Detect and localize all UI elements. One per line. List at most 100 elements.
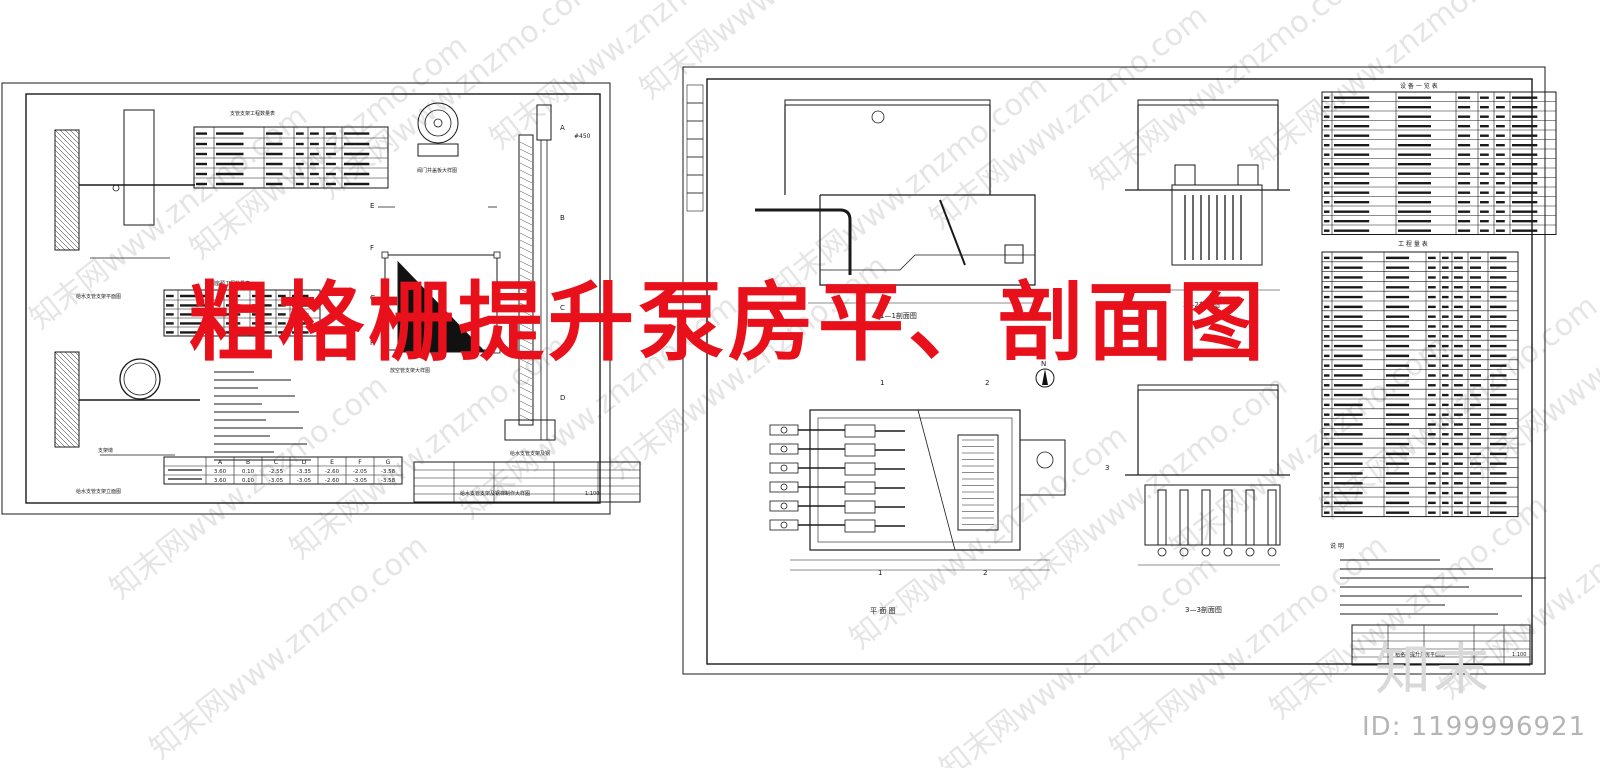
anchor-point [381,296,389,304]
ladder-hatch [519,365,533,373]
watermark-text: 知末网www.znzmo.com [183,28,474,266]
section1-roof [784,99,991,106]
ladder-hatch [519,239,533,247]
elevation-row1-value: -2.55 [269,469,284,475]
ladder-hatch [519,330,533,338]
plan-cut-mark-1: 1 [880,379,884,387]
section3-pump-column [1245,489,1255,546]
ladder-hatch [519,148,533,156]
right-titleblock-scale: 1:100 [1512,652,1526,658]
anchor-point [381,346,389,354]
plan-pump-unit [844,519,876,533]
hatch-line [69,351,80,362]
elevation-table-frame [163,456,403,485]
ladder-letter-D: D [560,394,565,402]
elevation-header-G: G [386,459,391,466]
plan-cut-mark-2b: 2 [983,569,987,577]
plan-pump-unit [844,443,876,457]
anchor-point [493,251,501,259]
ladder-hatch [519,218,533,226]
ladder-hatch [519,232,533,240]
hatch-line [54,386,80,412]
vertical-pipe [123,109,155,226]
table2-title: 阀座预工程数量表 [210,280,250,287]
hatch-line [54,366,80,392]
elevation-header-D: D [302,459,307,466]
manhole-detail-label: 阀门井盖板大样图 [417,167,457,174]
ladder-hatch [519,358,533,366]
section3-roof [1137,384,1279,391]
section3-pump-inlet [1223,547,1233,557]
support-pier-label: 支架墩 [98,447,113,454]
elevation-header-E: E [330,459,334,466]
section3-pump-inlet [1201,547,1211,557]
equipment-table [1321,91,1557,235]
plan-valve [780,464,788,472]
ladder-column [518,134,534,426]
ladder-hatch [519,155,533,163]
margin-box [686,84,704,104]
plan-valve [780,502,788,510]
elevation-row2-value: -3.58 [381,478,396,484]
ladder-hatch [519,295,533,303]
hatch-line [54,139,80,165]
ladder-hatch [519,379,533,387]
hatch-line [59,129,80,150]
right-title-block-frame [1351,624,1531,666]
ladder-hatch [519,302,533,310]
plan-inlet-pipe [769,500,799,512]
plan-inlet-pipe [769,443,799,455]
hatch-line [74,351,80,357]
hatch-line [54,244,61,251]
section1-screen [939,199,966,266]
ladder-hatch [519,309,533,317]
elevation-row2-value: 0.10 [242,478,255,484]
section1-crane-hook [871,110,885,124]
north-arrow-letter: N [1041,360,1046,368]
hatch-line [54,401,80,427]
section2-motor [1237,164,1259,186]
ladder-hatch [519,204,533,212]
plan-valve [780,426,788,434]
hatch-line [54,381,80,407]
ladder-top-valve [536,104,552,141]
section3-pump-inlet [1179,547,1189,557]
hatch-line [54,224,80,250]
elevation-row2-value: -3.05 [353,478,368,484]
hatch-line [54,406,80,432]
grid-letter-F: F [370,244,374,252]
left-outer-frame [1,82,611,515]
plan-cut-mark-2: 2 [985,379,989,387]
view-label-elevation: 给水支管支架立面图 [76,488,121,495]
section2-motor [1174,164,1196,186]
wall-opening-solid-triangle [397,260,487,353]
ladder-hatch [519,400,533,408]
grid-letter-G: G [370,294,375,302]
elevation-header-A: A [218,459,223,466]
hatch-line [54,371,80,397]
hatch-line [54,159,80,185]
hatch-line [54,184,80,210]
section3-pump-inlet [1157,547,1167,557]
elevation-table [163,456,403,485]
section1-label: 1—1剖面图 [880,311,917,320]
hatch-line [54,229,76,251]
plan-valve [780,521,788,529]
hatch-line [54,436,66,448]
elevation-row1-value: -3.58 [381,469,396,475]
ladder-hatch [519,316,533,324]
manhole-cover-outer [417,102,459,144]
margin-box [686,174,704,194]
hatch-line [54,199,80,225]
hatch-line [54,431,71,448]
material-table-title: 工 程 量 表 [1398,240,1428,248]
ladder-hatch [519,386,533,394]
ladder-hatch [519,169,533,177]
ladder-hatch [519,225,533,233]
ladder-hatch [519,274,533,282]
plan-inlet-pipe [769,481,799,493]
hatch-line [54,154,80,180]
plan-pump-unit [844,500,876,514]
section2-roof [1137,99,1279,106]
